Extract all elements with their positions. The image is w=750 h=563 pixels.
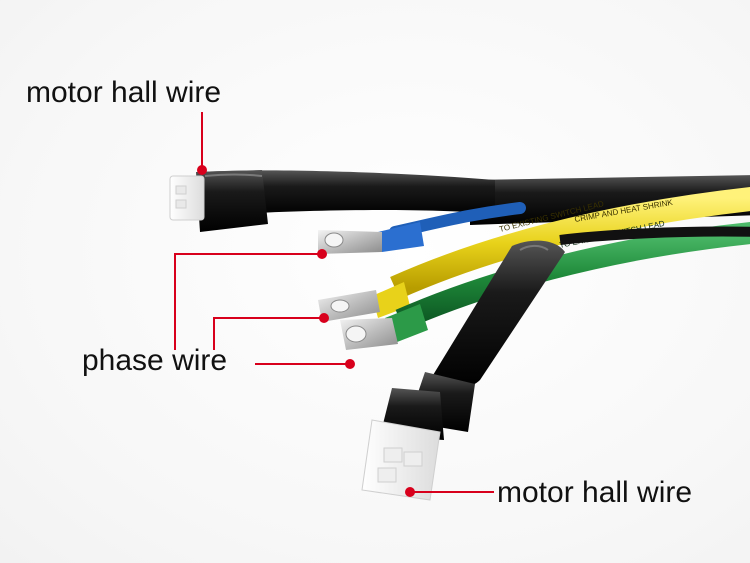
blue-phase-wire [318,202,526,254]
callout-phase [174,249,355,369]
callout-top [197,112,207,175]
bottom-hall-cable [380,226,750,440]
bottom-connector [361,419,441,501]
phase-wire-label: phase wire [82,344,228,377]
top-connector [169,175,205,221]
top-hall-sheath [196,170,495,232]
motor-hall-wire-label-bottom: motor hall wire [497,476,693,509]
callout-bottom [405,487,494,497]
motor-hall-wire-label-top: motor hall wire [26,76,222,109]
